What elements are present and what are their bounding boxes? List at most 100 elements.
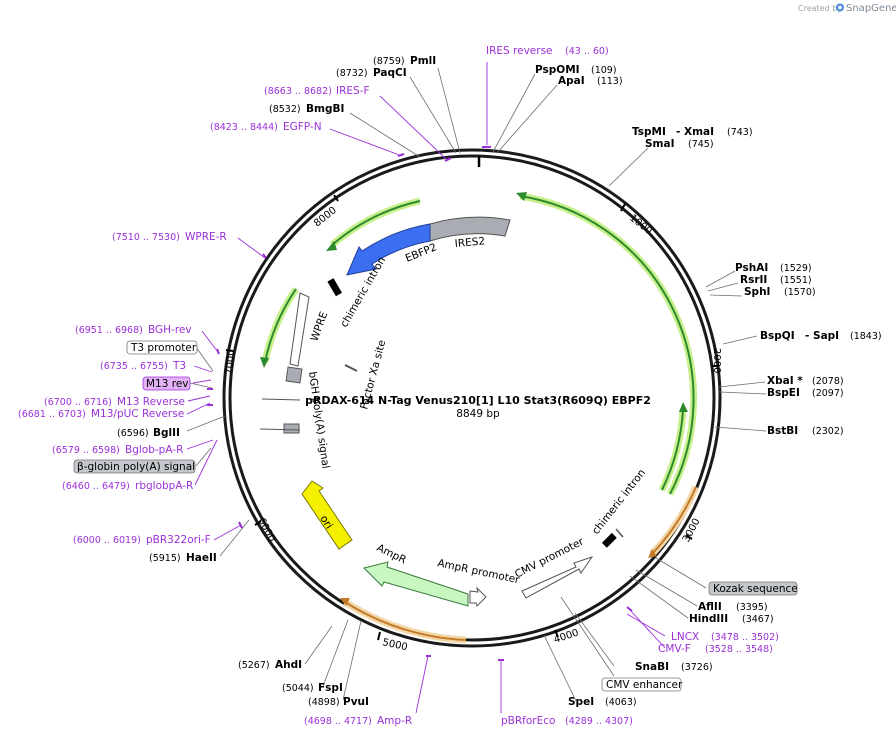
ires2-label: IRES2 xyxy=(454,235,485,250)
primer-pos-m13-puc-reverse: (6681 .. 6703) xyxy=(18,409,86,420)
grey-block-upper xyxy=(285,366,303,384)
site-pos-fspi: (5044) xyxy=(282,683,314,694)
primer-pos-bglob-pa-r: (6579 .. 6598) xyxy=(52,445,120,456)
site-name-haeii: HaeII xyxy=(186,552,217,564)
primer-name-amp-r: Amp-R xyxy=(377,715,412,727)
plasmid-name: pRDAX-614 N-Tag Venus210[1] L10 Stat3(R6… xyxy=(305,394,651,407)
created-by-label: Created by xyxy=(798,4,842,13)
chimeric-intron-bottom-mark xyxy=(601,532,617,548)
orf-arc-left-head xyxy=(260,357,269,368)
primer-labels: IRES reverse (43 .. 60) (8663 .. 8682) I… xyxy=(18,45,779,727)
primer-pos-lncx: (3478 .. 3502) xyxy=(711,632,779,643)
site-name-aflii: AflII xyxy=(698,601,722,613)
ampr-promoter-feature xyxy=(469,586,487,607)
orf-arc-top-head xyxy=(326,241,337,251)
primer-name-m13-puc-reverse: M13/pUC Reverse xyxy=(91,408,184,420)
site-pos-sapi: (1843) xyxy=(850,331,882,342)
plasmid-length: 8849 bp xyxy=(456,408,500,420)
primer-arc-bottom xyxy=(344,601,467,641)
orf-arc-left xyxy=(264,288,297,363)
site-labels: (8759) PmlI (8732) PaqCI (8532) BmgBI Ps… xyxy=(117,55,882,708)
wpre-label: WPRE xyxy=(309,310,331,343)
primer-name-cmv-f: CMV-F xyxy=(658,643,691,655)
site-pos-spei: (4063) xyxy=(605,697,637,708)
chimeric-intron-bottom-label: chimeric intron xyxy=(590,467,648,537)
primer-pos-cmv-f: (3528 .. 3548) xyxy=(705,644,773,655)
site-name-bstbi: BstBI xyxy=(767,425,798,437)
site-name-pshai: PshAI xyxy=(735,262,768,274)
factor-xa-mark xyxy=(344,364,358,372)
t3-promoter-box xyxy=(126,340,198,355)
site-pos-paqci: (8732) xyxy=(336,68,368,79)
primer-pos-amp-r: (4698 .. 4717) xyxy=(304,716,372,727)
tick-1000 xyxy=(620,203,626,212)
tick-label-3000: 3000 xyxy=(681,517,703,545)
orf-arc-short-head xyxy=(679,402,688,412)
site-pos-snabi: (3726) xyxy=(681,662,713,673)
tick-8000 xyxy=(333,194,339,202)
ebfp2-feature xyxy=(346,223,431,276)
primer-name-wpre-r: WPRE-R xyxy=(185,231,227,243)
site-name-spei: SpeI xyxy=(568,696,594,708)
bgh-polya-label: bGH poly(A) signal xyxy=(306,371,332,470)
site-pos-bglii: (6596) xyxy=(117,428,149,439)
primer-name-egfp-n: EGFP-N xyxy=(283,121,322,133)
boxed-labels: T3 promoter M13 rev β-globin poly(A) sig… xyxy=(73,340,798,692)
site-name-pvui: PvuI xyxy=(343,696,369,708)
primer-name-rbglobpa-r: rbglobpA-R xyxy=(135,480,193,492)
wpre-feature xyxy=(289,292,310,367)
orf-arcs xyxy=(260,192,700,644)
primer-name-t3: T3 xyxy=(172,360,186,372)
snapgene-app-name: SnapGene xyxy=(846,3,896,14)
primer-name-bglob-pa-r: Bglob-pA-R xyxy=(125,444,183,456)
cmv-promoter-feature xyxy=(521,556,594,599)
primer-pos-m13-reverse: (6700 .. 6716) xyxy=(44,397,112,408)
tick-label-7000: 7000 xyxy=(224,349,237,375)
site-name-psp-omi: PspOMI xyxy=(535,64,580,76)
tick-label-2000: 2000 xyxy=(711,348,722,373)
cmv-promoter-label: CMV promoter xyxy=(513,535,586,580)
site-pos-haeii: (5915) xyxy=(149,553,181,564)
site-pos-bspei: (2097) xyxy=(812,388,844,399)
beta-globin-label: β-globin poly(A) signal xyxy=(77,461,195,473)
ori-feature xyxy=(301,480,353,550)
tick-3000 xyxy=(685,534,693,540)
backbone xyxy=(222,148,722,648)
ampr-feature xyxy=(363,561,469,607)
cmv-enhancer-label: CMV enhancer xyxy=(606,679,683,691)
site-name-ahdi: AhdI xyxy=(275,659,302,671)
orf-arc-top xyxy=(331,200,421,246)
primer-pos-wpre-r: (7510 .. 7530) xyxy=(112,232,180,243)
site-pos-apai: (113) xyxy=(597,76,623,87)
site-name-paqci: PaqCI xyxy=(373,67,407,79)
site-name-snabi: SnaBI xyxy=(635,661,669,673)
site-pos-hindiii: (3467) xyxy=(742,614,774,625)
primer-pos-t3: (6735 .. 6755) xyxy=(100,361,168,372)
site-pos-xbai: (2078) xyxy=(812,376,844,387)
snapgene-branding: Created by SnapGene xyxy=(798,3,896,14)
site-pos-pshai: (1529) xyxy=(780,263,812,274)
orf-arc-right xyxy=(519,195,695,495)
t3-promoter-label: T3 promoter xyxy=(130,342,197,354)
cmv-enhancer-box xyxy=(601,677,682,692)
site-name-fspi: FspI xyxy=(318,682,343,694)
ampr-promoter-label: AmpR promoter xyxy=(436,557,521,586)
orf-arc-short xyxy=(661,409,684,491)
tick-label-8000: 8000 xyxy=(312,205,339,229)
primer-arc-bottom-head xyxy=(340,598,350,606)
m13-rev-box xyxy=(142,376,191,391)
primer-arc-right xyxy=(651,486,697,555)
site-name-smai: SmaI xyxy=(645,138,675,150)
primer-leaders xyxy=(186,62,666,714)
primer-name-m13-reverse: M13 Reverse xyxy=(117,396,185,408)
site-pos-bstbi: (2302) xyxy=(812,426,844,437)
site-name-hindiii: HindIII xyxy=(689,613,728,625)
site-name-pmli: PmlI xyxy=(410,55,436,67)
tick-4000 xyxy=(554,629,559,638)
site-name-apai: ApaI xyxy=(558,75,585,87)
site-name-tspmi: TspMI xyxy=(632,126,666,138)
kozak-label: Kozak sequence xyxy=(713,583,798,595)
primer-name-pbr322ori-f: pBR322ori-F xyxy=(146,534,211,546)
primer-name-pbrforeco: pBRforEco xyxy=(501,715,555,727)
beta-globin-box xyxy=(73,459,196,474)
